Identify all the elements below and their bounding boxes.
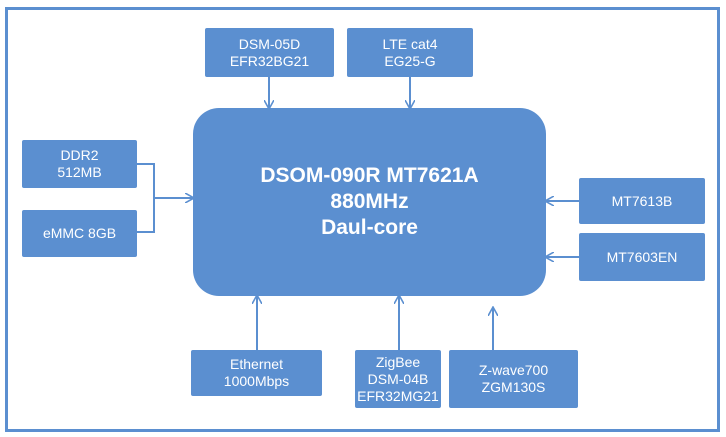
zwave-block: Z-wave700 ZGM130S bbox=[449, 350, 578, 408]
zwave-line-2: ZGM130S bbox=[481, 379, 546, 395]
cpu-line-3: Daul-core bbox=[321, 216, 418, 239]
ddr2-line-1: DDR2 bbox=[60, 147, 99, 163]
zigbee-line-3: EFR32MG21 bbox=[357, 387, 439, 404]
dsm05d-line-2: EFR32BG21 bbox=[229, 52, 310, 69]
cpu-line-1: DSOM-090R MT7621A bbox=[260, 164, 479, 187]
cpu-line-2: 880MHz bbox=[330, 190, 409, 213]
zigbee-line-1: ZigBee bbox=[375, 353, 421, 370]
ethernet-block: Ethernet 1000Mbps bbox=[191, 350, 322, 396]
emmc-line-1: eMMC 8GB bbox=[42, 225, 117, 241]
lte-line-2: EG25-G bbox=[384, 52, 436, 69]
ethernet-line-1: Ethernet bbox=[230, 356, 283, 372]
mt7613b-line-1: MT7613B bbox=[611, 192, 673, 209]
dsm05d-line-1: DSM-05D bbox=[238, 35, 301, 52]
ethernet-line-2: 1000Mbps bbox=[223, 373, 290, 389]
mt7603en-block: MT7603EN bbox=[579, 233, 705, 281]
lte-block: LTE cat4 EG25-G bbox=[347, 28, 473, 77]
ddr2-block: DDR2 512MB bbox=[22, 140, 137, 188]
zigbee-block: ZigBee DSM-04B EFR32MG21 bbox=[355, 350, 441, 408]
lte-line-1: LTE cat4 bbox=[382, 35, 438, 52]
mt7613b-block: MT7613B bbox=[579, 178, 705, 224]
zwave-line-1: Z-wave700 bbox=[478, 362, 549, 378]
ddr2-line-2: 512MB bbox=[57, 164, 102, 180]
emmc-block: eMMC 8GB bbox=[22, 210, 137, 257]
mt7603en-line-1: MT7603EN bbox=[606, 248, 678, 265]
zigbee-line-2: DSM-04B bbox=[367, 370, 429, 387]
cpu-block: DSOM-090R MT7621A 880MHz Daul-core bbox=[193, 108, 546, 296]
bracket-memory bbox=[137, 163, 155, 233]
dsm05d-block: DSM-05D EFR32BG21 bbox=[205, 28, 334, 77]
